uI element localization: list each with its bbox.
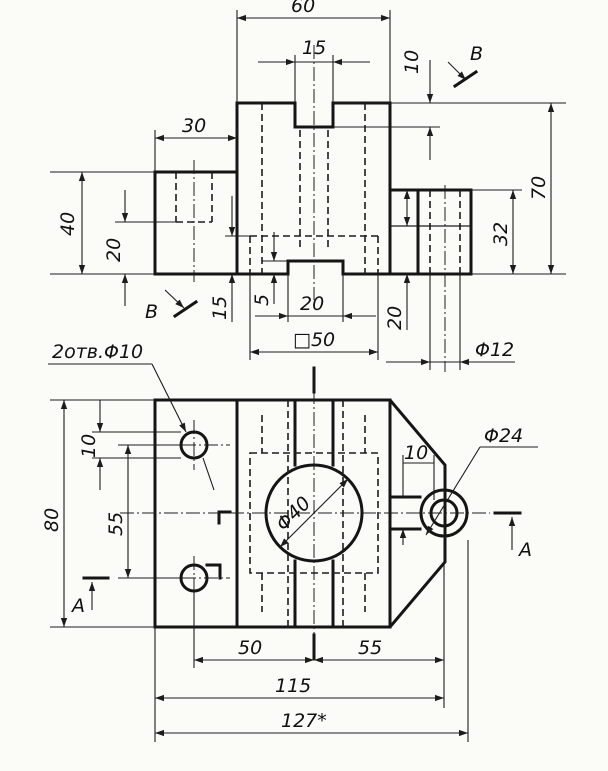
dim-dia12-label: Φ12 — [475, 339, 514, 361]
front-center-lines — [193, 45, 446, 372]
dim-20-slot-label: 20 — [300, 293, 324, 315]
front-hidden-lines — [175, 103, 461, 274]
dim-32-label: 32 — [490, 222, 512, 246]
dim-127: 127* — [155, 540, 469, 742]
dim-80-label: 80 — [41, 508, 63, 532]
dim-15-step-label: 15 — [209, 296, 231, 320]
dim-20-boss: 20 — [384, 190, 411, 330]
dim-20-left: 20 — [103, 190, 176, 306]
dim-60: 60 — [236, 0, 391, 103]
dim-10-lug: 10 — [399, 442, 435, 545]
dim-10-depth-label: 10 — [401, 50, 423, 74]
dim-40: 40 — [50, 171, 155, 275]
section-b-top: B — [447, 43, 483, 89]
section-b-top-label: B — [470, 43, 483, 65]
dim-60-label: 60 — [291, 0, 315, 17]
dim-30: 30 — [154, 115, 238, 172]
dim-dia40-label: Φ40 — [272, 492, 315, 535]
dim-dia12: Φ12 — [386, 274, 515, 370]
dim-55-pitch-label: 55 — [105, 512, 127, 536]
section-b-left-label: B — [145, 301, 158, 323]
dim-20-left-label: 20 — [103, 238, 125, 262]
dim-5-label: 5 — [251, 294, 273, 306]
dim-70: 70 — [390, 102, 566, 275]
dim-32: 32 — [471, 189, 522, 274]
dim-15-step: 15 — [209, 196, 250, 322]
dim-sq50-label: □50 — [293, 329, 335, 351]
dim-5: 5 — [251, 232, 288, 306]
top-view: A A 2отв.Φ10 10 55 — [41, 341, 538, 742]
dim-30-label: 30 — [182, 115, 206, 137]
dim-50-label: 50 — [238, 637, 262, 659]
dim-115: 115 — [154, 627, 444, 742]
dim-dia24: Φ24 — [425, 425, 538, 536]
dim-dia24-label: Φ24 — [484, 425, 523, 447]
dim-20-slot: 20 — [255, 274, 376, 322]
cutting-plane-a: A A — [70, 366, 532, 660]
section-b-left: B — [145, 289, 199, 323]
dim-10-lug-label: 10 — [404, 442, 428, 464]
dim-15-slot-label: 15 — [302, 37, 326, 59]
dim-50-55: 50 55 — [193, 540, 445, 708]
dim-80: 80 — [41, 399, 155, 628]
holes-label: 2отв.Φ10 — [52, 341, 143, 363]
dim-20-boss-label: 20 — [384, 306, 406, 330]
dim-70-label: 70 — [528, 176, 550, 200]
dim-115-label: 115 — [275, 675, 311, 697]
front-view: 60 15 10 B 70 — [50, 0, 566, 372]
dim-10-depth: 10 — [333, 50, 440, 160]
front-outline — [153, 101, 473, 276]
dim-127-label: 127* — [281, 710, 327, 732]
dim-holes: 2отв.Φ10 — [48, 341, 215, 491]
dim-10-edge-label: 10 — [78, 434, 100, 458]
dim-40-label: 40 — [57, 212, 79, 236]
section-a-right-label: A — [517, 539, 532, 561]
dim-10-edge: 10 — [78, 400, 181, 490]
dim-55-label: 55 — [358, 637, 382, 659]
dim-15-slot: 15 — [258, 37, 370, 103]
section-a-left-label: A — [70, 595, 85, 617]
dim-55-pitch: 55 — [105, 444, 181, 579]
dim-sq50: □50 — [249, 274, 379, 360]
